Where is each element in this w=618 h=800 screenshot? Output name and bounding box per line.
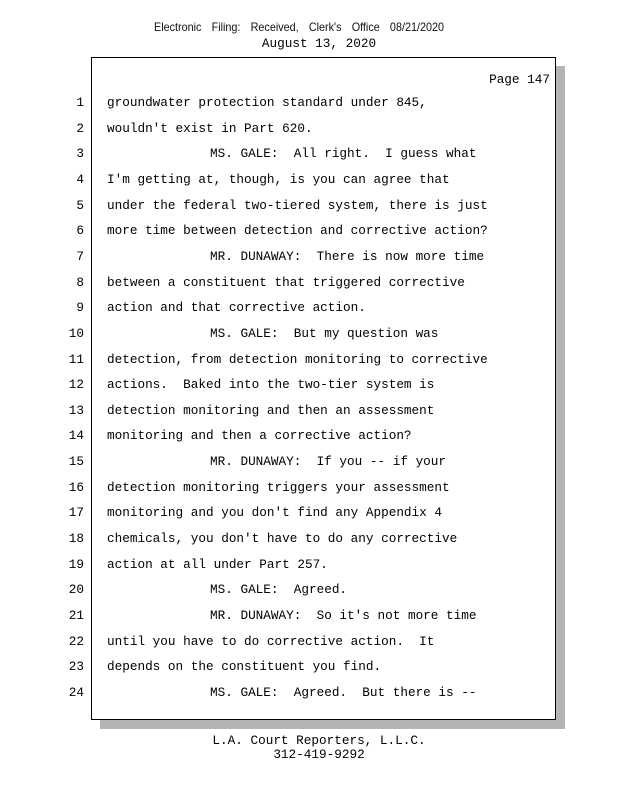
transcript-line: MS. GALE: Agreed. But there is -- bbox=[210, 684, 477, 700]
line-number: 5 bbox=[76, 197, 84, 213]
line-number: 6 bbox=[76, 223, 84, 239]
transcript-page-box: Page 147 bbox=[91, 57, 556, 720]
line-number: 11 bbox=[68, 351, 84, 367]
line-number: 22 bbox=[68, 633, 84, 649]
line-number: 4 bbox=[76, 171, 84, 187]
transcript-line: until you have to do corrective action. … bbox=[107, 633, 435, 649]
transcript-line: MS. GALE: Agreed. bbox=[210, 582, 348, 598]
line-number: 15 bbox=[68, 454, 84, 470]
transcript-line: monitoring and you don't find any Append… bbox=[107, 505, 443, 521]
transcript-line: depends on the constituent you find. bbox=[107, 659, 382, 675]
transcript-line: MR. DUNAWAY: There is now more time bbox=[210, 248, 485, 264]
transcript-line: MS. GALE: All right. I guess what bbox=[210, 146, 477, 162]
transcript-line: monitoring and then a corrective action? bbox=[107, 428, 412, 444]
line-number: 3 bbox=[76, 146, 84, 162]
line-number: 20 bbox=[68, 582, 84, 598]
footer-company: L.A. Court Reporters, L.L.C. bbox=[212, 733, 426, 748]
transcript-line: detection monitoring and then an assessm… bbox=[107, 402, 435, 418]
transcript-line: chemicals, you don't have to do any corr… bbox=[107, 531, 458, 547]
transcript-line: MS. GALE: But my question was bbox=[210, 325, 439, 341]
line-number: 23 bbox=[68, 659, 84, 675]
page-number: Page 147 bbox=[489, 72, 550, 87]
transcript-line: I'm getting at, though, is you can agree… bbox=[107, 171, 450, 187]
transcript-line: action and that corrective action. bbox=[107, 300, 366, 316]
filing-stamp: Electronic Filing: Received, Clerk's Off… bbox=[154, 20, 444, 34]
transcript-line: MR. DUNAWAY: If you -- if your bbox=[210, 454, 447, 470]
line-number: 2 bbox=[76, 120, 84, 136]
transcript-line: more time between detection and correcti… bbox=[107, 223, 488, 239]
transcript-line: wouldn't exist in Part 620. bbox=[107, 120, 313, 136]
line-number: 17 bbox=[68, 505, 84, 521]
transcript-line: MR. DUNAWAY: So it's not more time bbox=[210, 608, 477, 623]
line-number: 19 bbox=[68, 556, 84, 572]
line-number: 10 bbox=[68, 325, 84, 341]
transcript-line: action at all under Part 257. bbox=[107, 556, 328, 572]
transcript-date: August 13, 2020 bbox=[261, 36, 377, 51]
line-number: 16 bbox=[68, 479, 84, 495]
line-number: 8 bbox=[76, 274, 84, 290]
line-number: 24 bbox=[68, 684, 84, 700]
line-number: 14 bbox=[68, 428, 84, 444]
line-number: 9 bbox=[76, 300, 84, 316]
transcript-line: between a constituent that triggered cor… bbox=[107, 274, 465, 290]
line-number: 1 bbox=[76, 95, 84, 110]
line-number: 13 bbox=[68, 402, 84, 418]
transcript-line: groundwater protection standard under 84… bbox=[107, 95, 427, 110]
line-number: 12 bbox=[68, 377, 84, 393]
line-number: 7 bbox=[76, 248, 84, 264]
transcript-line: actions. Baked into the two-tier system … bbox=[107, 377, 435, 393]
line-number: 21 bbox=[68, 608, 84, 623]
transcript-line: detection, from detection monitoring to … bbox=[107, 351, 488, 367]
line-number: 18 bbox=[68, 531, 84, 547]
footer-phone: 312-419-9292 bbox=[273, 747, 365, 762]
transcript-line: under the federal two-tiered system, the… bbox=[107, 197, 488, 213]
transcript-line: detection monitoring triggers your asses… bbox=[107, 479, 450, 495]
